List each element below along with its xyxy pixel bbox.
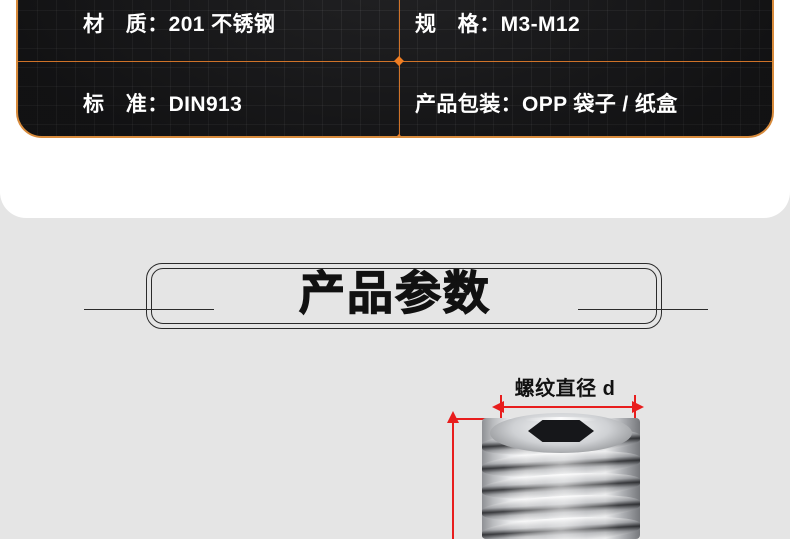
- spec-card: 材 质：201 不锈钢 规 格：M3-M12 标 准：DIN913 产品包装：O…: [0, 0, 790, 218]
- node-marker-mid: [394, 56, 404, 66]
- title-rule-right: [578, 309, 708, 310]
- screw-highlight: [524, 417, 598, 422]
- spec-size-label: 规 格：: [415, 13, 501, 36]
- spec-standard-value: DIN913: [168, 93, 243, 116]
- divider-vertical: [399, 0, 400, 136]
- spec-packaging-label: 产品包装：: [415, 93, 522, 116]
- spec-row: 标 准：DIN913 产品包装：OPP 袋子 / 纸盒: [18, 88, 772, 118]
- section-title-block: 产品参数: [0, 243, 790, 378]
- title-frame-outer: [146, 263, 662, 329]
- spec-panel: 材 质：201 不锈钢 规 格：M3-M12 标 准：DIN913 产品包装：O…: [16, 0, 774, 138]
- node-marker-bottom: [394, 134, 404, 136]
- spec-standard: 标 准：DIN913: [18, 88, 395, 118]
- spec-material-label: 材 质：: [83, 13, 169, 36]
- spec-packaging: 产品包装：OPP 袋子 / 纸盒: [395, 88, 772, 118]
- spec-size-value: M3-M12: [500, 13, 581, 36]
- thread-diameter-label: 螺纹直径 d: [514, 378, 616, 400]
- screw-top-face: [490, 413, 632, 453]
- title-frame-inner: [151, 268, 657, 324]
- spec-row: 材 质：201 不锈钢 规 格：M3-M12: [18, 8, 772, 38]
- spec-size: 规 格：M3-M12: [395, 8, 772, 38]
- hex-socket-icon: [528, 419, 594, 443]
- spec-standard-label: 标 准：: [83, 93, 169, 116]
- spec-material: 材 质：201 不锈钢: [18, 8, 395, 38]
- spec-packaging-value: OPP 袋子 / 纸盒: [522, 93, 678, 116]
- dimension-arrow-vertical: [447, 411, 459, 539]
- page-title: 产品参数: [298, 265, 491, 320]
- set-screw-image: [482, 413, 640, 539]
- spec-material-value: 201 不锈钢: [168, 13, 276, 36]
- dimension-arrow-horizontal: [492, 401, 644, 413]
- dimension-diagram: 螺纹直径 d: [0, 370, 790, 539]
- title-rule-left: [84, 309, 214, 310]
